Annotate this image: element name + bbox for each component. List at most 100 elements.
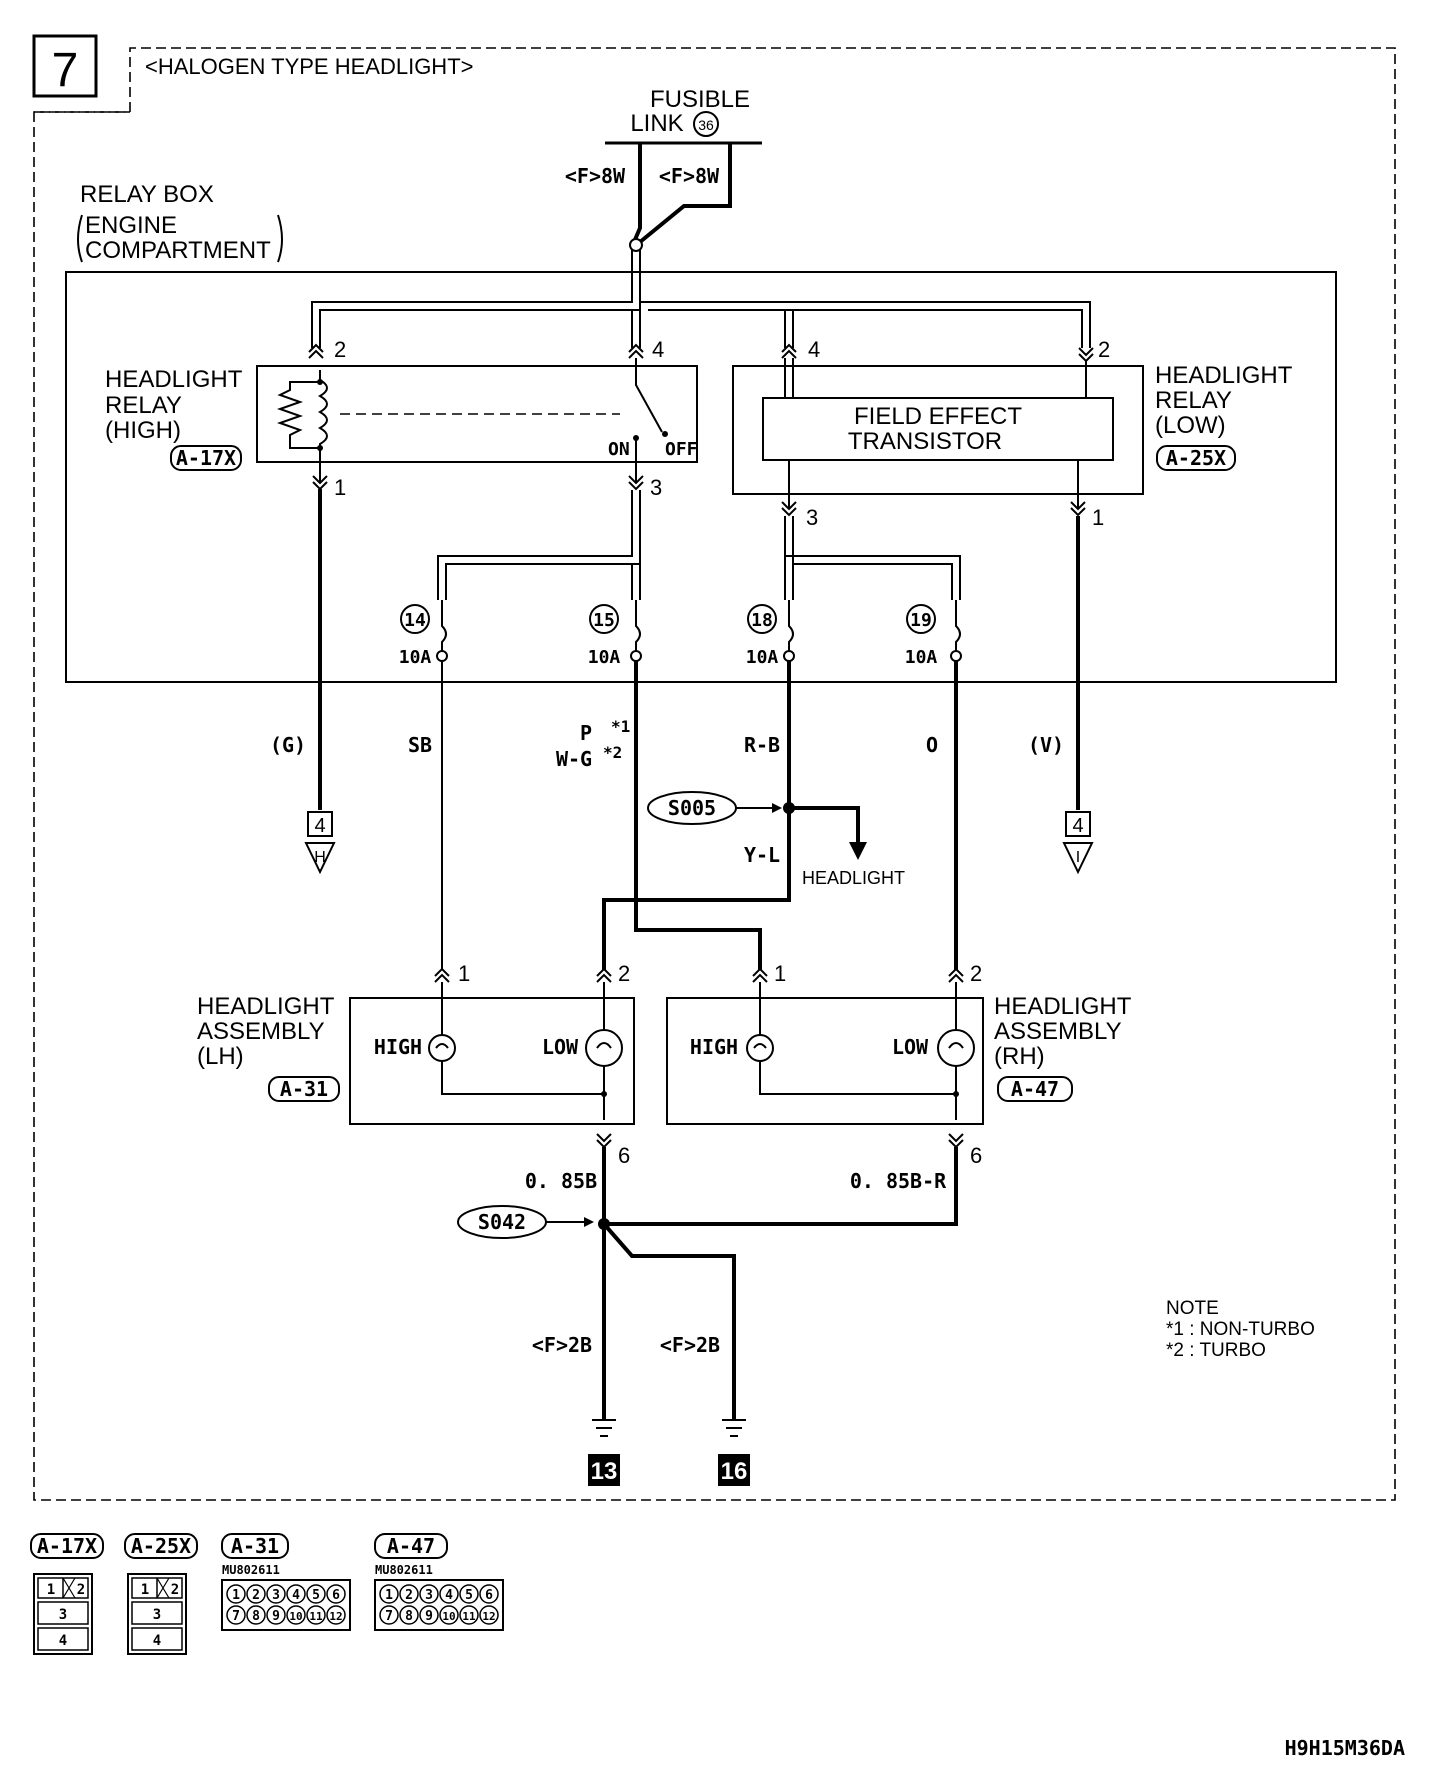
relay-switch-blade xyxy=(635,358,663,433)
fuse-15-rating: 10A xyxy=(588,647,621,668)
note-line-1: *1 : NON-TURBO xyxy=(1166,1319,1315,1340)
ground-16-badge xyxy=(718,1454,750,1486)
connector-cavity xyxy=(479,1584,499,1604)
fuse-14-number: 14 xyxy=(404,610,426,631)
headlight-ref-arrow xyxy=(849,842,867,860)
connector-cavity-number: 3 xyxy=(272,1588,280,1603)
offpage-i-letter: I xyxy=(1076,849,1080,866)
rh-low-label: LOW xyxy=(892,1035,929,1059)
a17x-cavity-3: 3 xyxy=(59,1607,67,1623)
relay-coil xyxy=(317,379,328,450)
rh-low-filament xyxy=(948,1042,964,1049)
bus-to-fuse-14 xyxy=(437,490,641,600)
connector-cavity xyxy=(459,1605,479,1625)
fuse-19-circle xyxy=(906,604,936,634)
low-relay-in-leads xyxy=(784,358,794,398)
ground-13-number: 13 xyxy=(591,1458,618,1485)
coil-node-top xyxy=(317,379,323,385)
relay-box-label-3: COMPARTMENT xyxy=(85,237,271,264)
connector-tag-a31 xyxy=(268,1076,340,1102)
connector-cavity-number: 6 xyxy=(332,1588,340,1603)
rh-low-bulb-icon xyxy=(937,1029,975,1067)
lh-pin-6: 6 xyxy=(618,1143,630,1168)
connector-cavity xyxy=(399,1605,419,1625)
fuse-14 xyxy=(436,600,448,662)
offpage-i-box xyxy=(1065,811,1091,837)
high-relay-pin-4: 4 xyxy=(652,337,664,362)
connector-view-a47: A-47 MU802611 xyxy=(374,1533,504,1631)
connector-cavity xyxy=(419,1584,439,1604)
connector-cavity-number: 12 xyxy=(482,1610,495,1623)
wire-rh-ground xyxy=(604,1147,958,1226)
connector-cavity xyxy=(226,1605,246,1625)
headlight-lh-box xyxy=(349,997,635,1125)
a17x-cavity-2: 2 xyxy=(77,1582,85,1598)
ground-13-badge xyxy=(588,1454,620,1486)
rh-node xyxy=(953,1091,959,1097)
ground-symbol-16 xyxy=(722,1419,746,1437)
splice-s042-dot xyxy=(598,1218,610,1230)
page-number: 7 xyxy=(52,44,79,97)
connector-cavity-number: 10 xyxy=(289,1610,302,1623)
relay-box-label-2: ENGINE xyxy=(85,212,177,239)
low-relay-pin-2: 2 xyxy=(1098,337,1110,362)
wire-color-br-rh: 0. 85B-R xyxy=(850,1169,947,1193)
fuse-15-circle xyxy=(589,604,619,634)
feed-wire-left-label: <F>8W xyxy=(565,164,626,188)
lh-pin-2: 2 xyxy=(618,961,630,986)
note-title: NOTE xyxy=(1166,1298,1219,1319)
connector-cavity xyxy=(439,1605,459,1625)
fuse-18-number: 18 xyxy=(751,610,773,631)
a17x-cavity-4: 4 xyxy=(59,1633,67,1649)
connector-view-a47-label: A-47 xyxy=(387,1534,435,1558)
fet-label-2: TRANSISTOR xyxy=(848,428,1002,455)
fuse-18-circle xyxy=(747,604,777,634)
fusible-link-number-circle xyxy=(693,111,719,137)
splice-s005-pointer-head xyxy=(772,803,782,813)
lh-pin-1: 1 xyxy=(458,961,470,986)
bus-to-fuse-18 xyxy=(784,516,953,600)
connector-cavity-number: 1 xyxy=(385,1588,393,1603)
headlight-relay-low-label-2: RELAY xyxy=(1155,387,1232,414)
headlight-relay-high-label-2: RELAY xyxy=(105,392,182,419)
connector-cavity-number: 8 xyxy=(252,1609,260,1624)
lh-internal-wiring xyxy=(441,982,605,1120)
wire-rb-yl xyxy=(602,661,791,970)
fet-label: FIELD EFFECT xyxy=(854,403,1022,430)
connector-cavity-number: 9 xyxy=(272,1609,280,1624)
pin-arrow-high-4 xyxy=(628,343,644,359)
a17x-cavity-1: 1 xyxy=(47,1582,55,1598)
connector-cavity xyxy=(306,1584,326,1604)
ground-16-number: 16 xyxy=(721,1458,748,1485)
fuse-18-rating: 10A xyxy=(746,647,779,668)
wire-color-g: (G) xyxy=(270,733,306,757)
rh-high-filament xyxy=(753,1043,767,1049)
connector-tag-a25x xyxy=(1156,445,1236,471)
rh-high-bulb-icon xyxy=(746,1034,774,1062)
fuse-18 xyxy=(783,600,795,662)
wire-color-p: P xyxy=(580,721,592,745)
feed-wire-right xyxy=(638,143,732,244)
wire-mark-star1: *1 xyxy=(611,717,630,736)
offpage-h-box xyxy=(307,811,333,837)
bus-to-high-relay-pin4 xyxy=(631,302,641,348)
pin-arrow-low-1 xyxy=(1070,501,1086,517)
connector-view-a47-part-no: MU802611 xyxy=(375,1563,433,1577)
bus-to-fuse-19 xyxy=(785,555,961,600)
wire-color-rb: R-B xyxy=(744,733,780,757)
headlight-ref-label: HEADLIGHT xyxy=(802,868,905,888)
connector-view-a31: A-31 MU802611 xyxy=(221,1533,351,1631)
connector-cavity xyxy=(379,1584,399,1604)
headlight-rh-label: HEADLIGHT xyxy=(994,993,1132,1020)
feed-junction xyxy=(629,238,643,252)
headlight-relay-low-box xyxy=(732,365,1144,495)
fusible-link-label-2: LINK xyxy=(630,110,683,137)
headlight-relay-high-label: HEADLIGHT xyxy=(105,366,243,393)
offpage-h-letter: H xyxy=(314,849,326,866)
splice-s042: S042 xyxy=(478,1210,526,1234)
bus-to-low-relay-pin2 xyxy=(640,301,1091,348)
switch-on-dot xyxy=(633,435,639,441)
connector-cavity xyxy=(286,1605,306,1625)
